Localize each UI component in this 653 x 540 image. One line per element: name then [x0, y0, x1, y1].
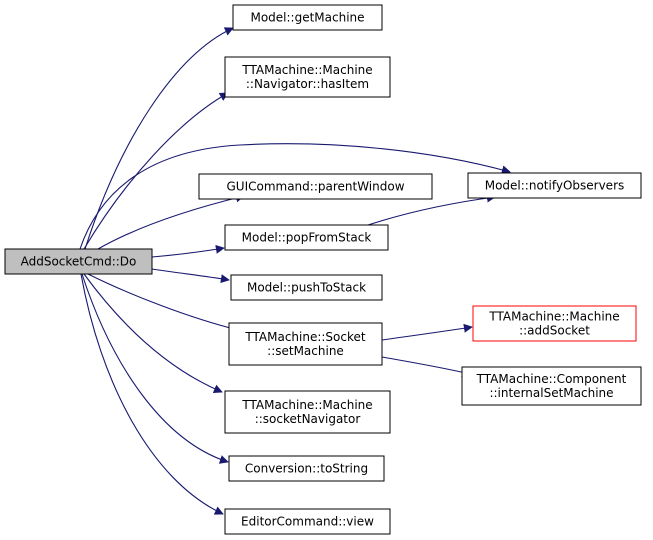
node-parentWindow[interactable]: GUICommand::parentWindow: [198, 173, 433, 200]
node-box: [232, 4, 383, 31]
node-label: ::internalSetMachine: [489, 386, 613, 400]
node-label: ::socketNavigator: [255, 412, 361, 426]
node-label: Model::popFromStack: [242, 231, 372, 245]
node-box: [224, 508, 391, 535]
node-addSocket[interactable]: TTAMachine::Machine::addSocket: [472, 305, 637, 342]
node-box: [224, 224, 389, 251]
edges: [79, 27, 511, 515]
node-label: Conversion::toString: [245, 462, 368, 476]
node-internalSetMachine[interactable]: TTAMachine::Component::internalSetMachin…: [461, 366, 642, 406]
node-box: [461, 366, 642, 406]
node-view[interactable]: EditorCommand::view: [224, 508, 391, 535]
node-box: [224, 56, 391, 98]
node-box: [198, 173, 433, 200]
edge-root-to-notifyObservers: [79, 143, 511, 250]
edge-setMachine-to-addSocket: [381, 323, 473, 341]
edge-root-to-setMachine: [87, 273, 239, 333]
node-label: TTAMachine::Machine: [241, 398, 372, 412]
node-box: [230, 274, 383, 301]
node-label: Model::pushToStack: [247, 281, 366, 295]
node-socketNavigator[interactable]: TTAMachine::Machine::socketNavigator: [224, 390, 391, 434]
edge-setMachine-to-internalSetMachine: [381, 356, 471, 377]
node-label: TTAMachine::Machine: [488, 310, 619, 324]
node-pushToStack[interactable]: Model::pushToStack: [230, 274, 383, 301]
edge-root-to-socketNavigator: [83, 273, 223, 393]
node-label: ::setMachine: [267, 344, 344, 358]
node-notifyObservers[interactable]: Model::notifyObservers: [467, 172, 642, 199]
edge-root-to-pushToStack: [151, 268, 230, 284]
edge-root-to-popFromStack: [151, 244, 225, 258]
node-label: TTAMachine::Socket: [244, 330, 366, 344]
edge-root-to-view: [80, 273, 224, 515]
edge-popFromStack-to-notifyObservers: [367, 193, 496, 226]
node-label: TTAMachine::Machine: [241, 63, 372, 77]
edge-root-to-parentWindow: [97, 193, 245, 250]
node-label: TTAMachine::Component: [476, 372, 627, 386]
node-box: [228, 455, 385, 482]
node-box: [472, 305, 637, 342]
edge-root-to-hasItem: [83, 92, 229, 250]
edge-root-to-getMachine: [84, 27, 234, 250]
node-label: EditorCommand::view: [241, 515, 374, 529]
node-label: Model::notifyObservers: [485, 179, 625, 193]
nodes: AddSocketCmd::Do Model::getMachineTTAMach…: [4, 4, 642, 535]
node-box: [228, 322, 383, 366]
node-box: [4, 248, 153, 275]
node-label: GUICommand::parentWindow: [226, 180, 404, 194]
node-label: AddSocketCmd::Do: [21, 255, 137, 269]
node-getMachine[interactable]: Model::getMachine: [232, 4, 383, 31]
node-box: [467, 172, 642, 199]
node-label: ::addSocket: [519, 324, 590, 338]
node-popFromStack[interactable]: Model::popFromStack: [224, 224, 389, 251]
node-box: [224, 390, 391, 434]
node-setMachine[interactable]: TTAMachine::Socket::setMachine: [228, 322, 383, 366]
node-toString[interactable]: Conversion::toString: [228, 455, 385, 482]
node-label: ::Navigator::hasItem: [246, 77, 369, 91]
node-hasItem[interactable]: TTAMachine::Machine::Navigator::hasItem: [224, 56, 391, 98]
edge-root-to-toString: [81, 273, 229, 464]
node-label: Model::getMachine: [250, 11, 364, 25]
node-root[interactable]: AddSocketCmd::Do: [4, 248, 153, 275]
